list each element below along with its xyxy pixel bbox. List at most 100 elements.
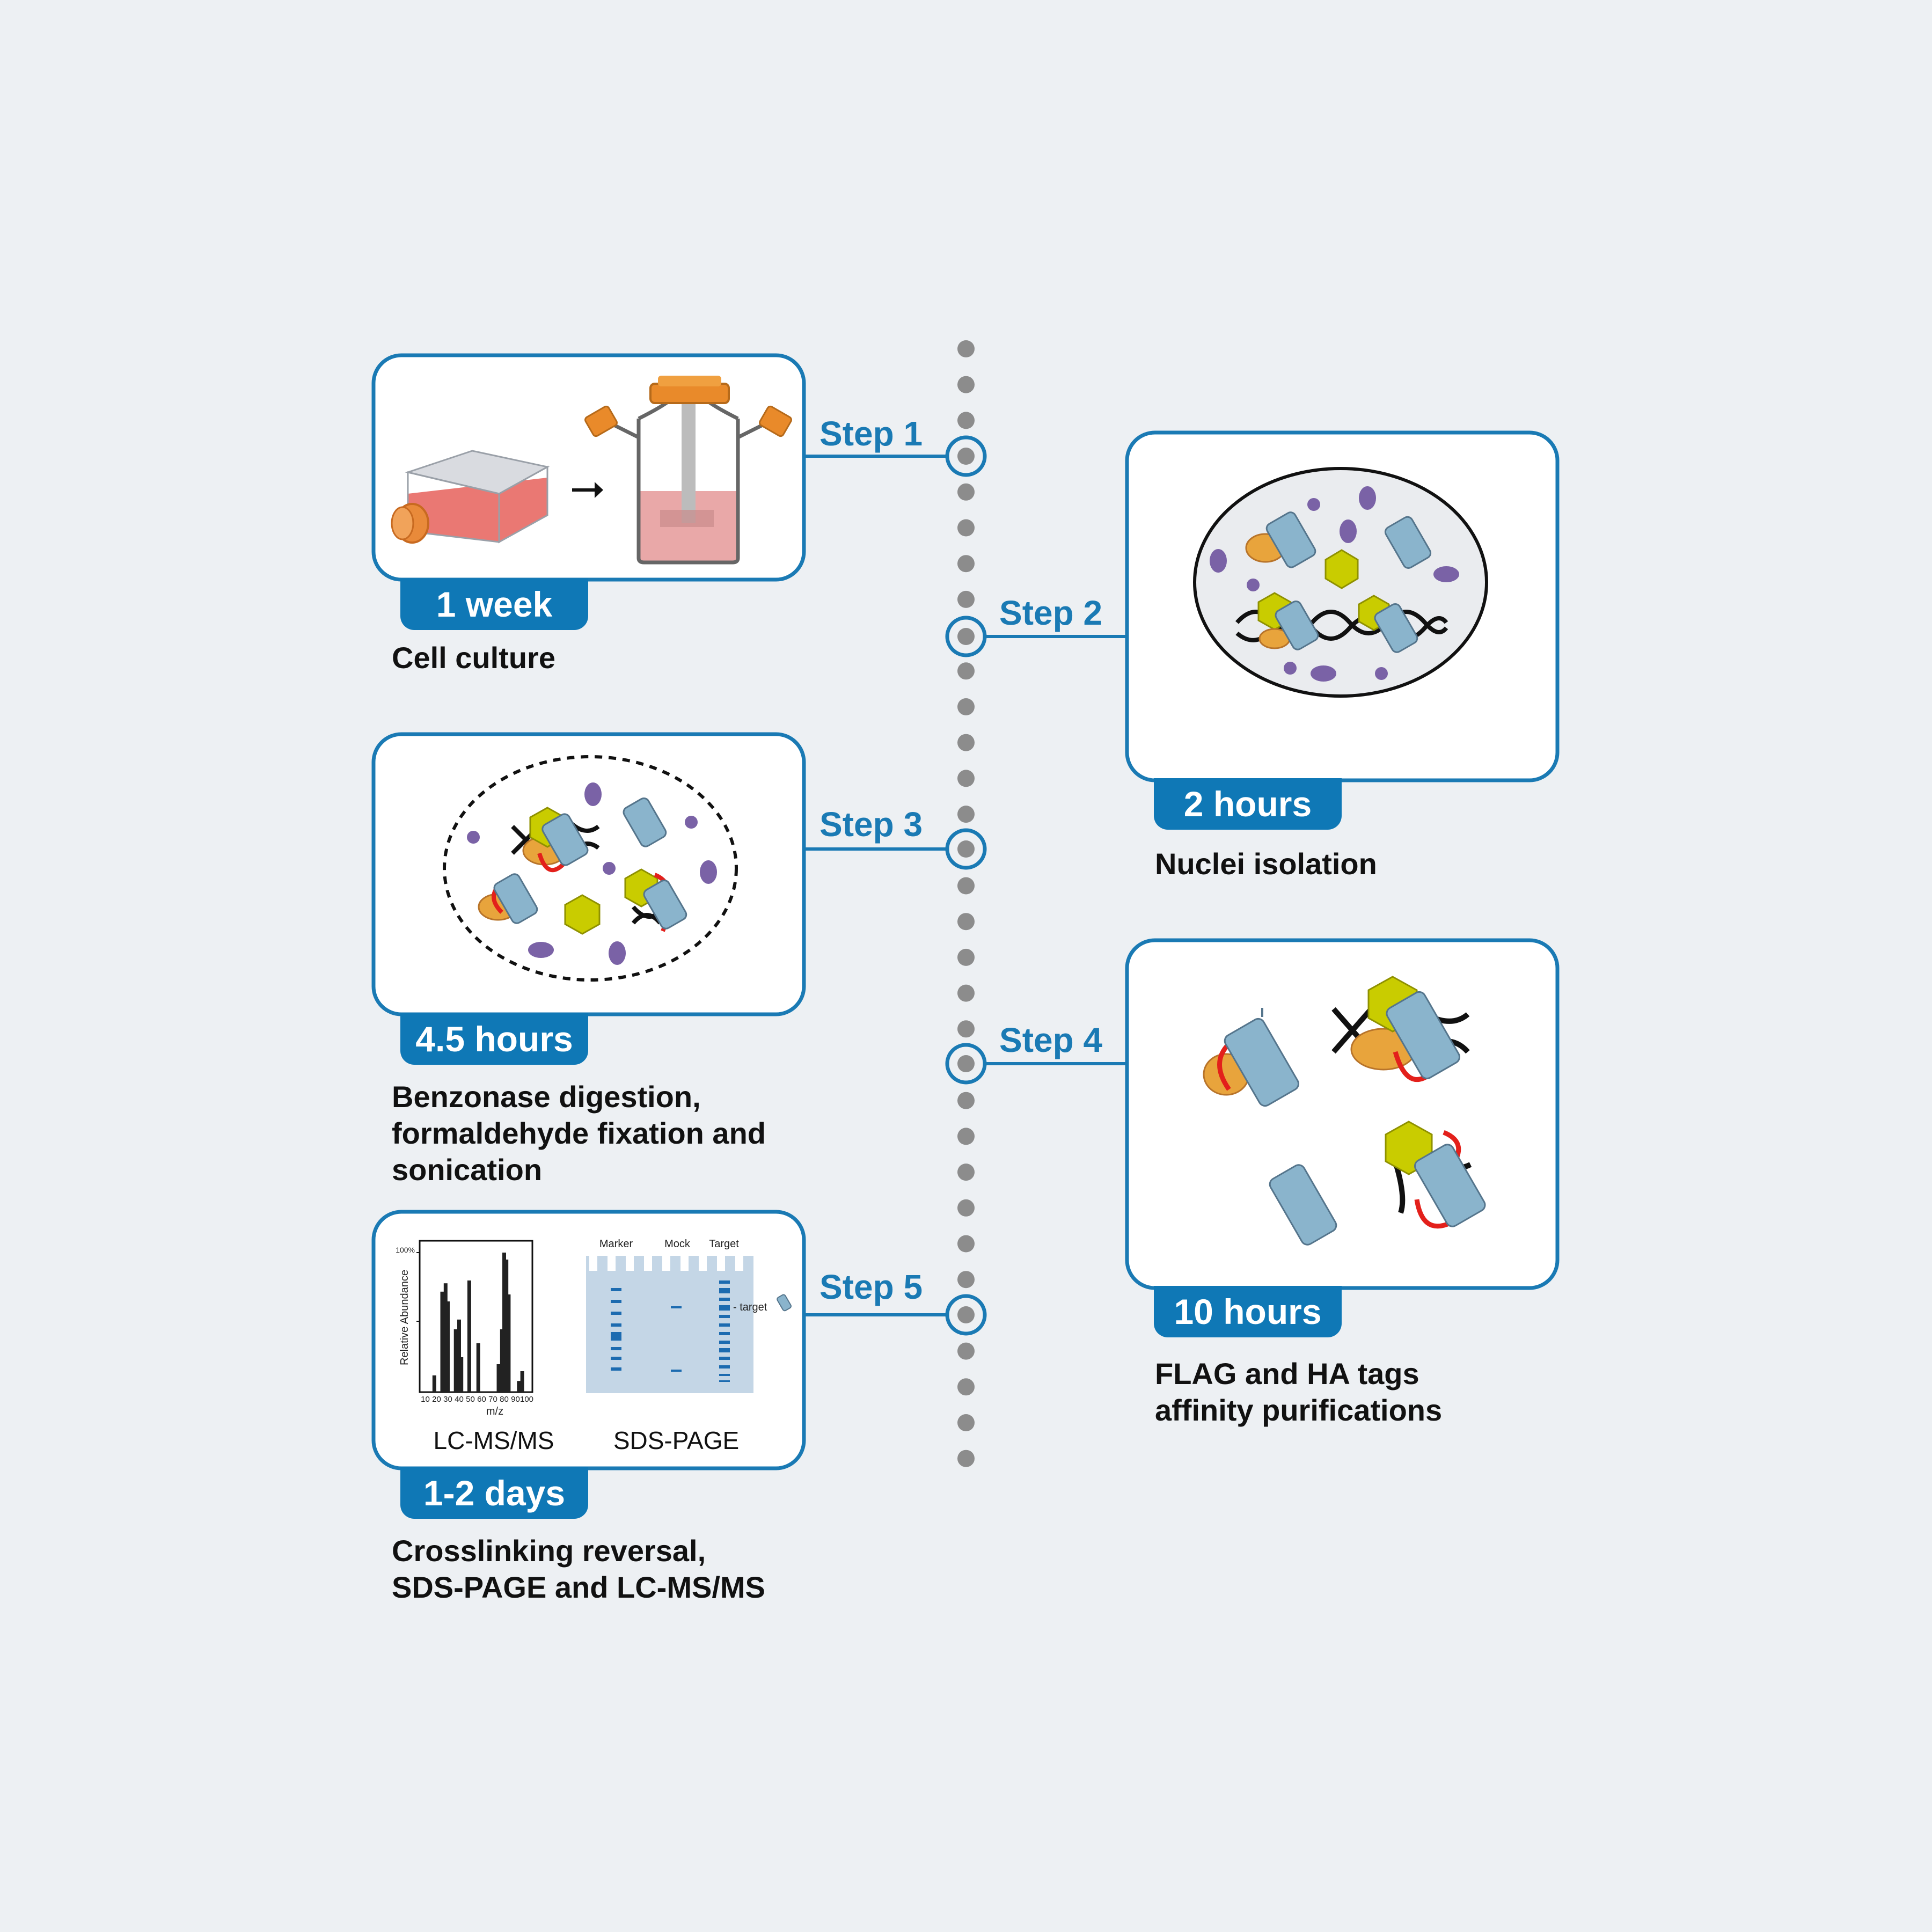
target-band-label: - target: [733, 1301, 767, 1313]
spinner-flask-icon: [584, 376, 792, 565]
timeline-dot: [957, 519, 975, 537]
timeline-dot: [957, 806, 975, 823]
step-1-description: Cell culture: [392, 641, 555, 675]
timeline-dot: [957, 1128, 975, 1145]
timeline-dot: [957, 628, 975, 645]
step-5-label: Step 5: [819, 1268, 923, 1306]
timeline-dot: [957, 590, 975, 608]
step-4-label: Step 4: [999, 1021, 1103, 1059]
x-tick-label: 30: [443, 1395, 452, 1404]
timeline-dot: [957, 948, 975, 966]
x-axis-label: m/z: [486, 1406, 503, 1417]
step-connectors: [804, 455, 1127, 1316]
x-tick-label: 60: [477, 1395, 486, 1404]
spectrum-bar: [507, 1294, 511, 1392]
step-5-description: Crosslinking reversal, SDS-PAGE and LC-M…: [392, 1534, 765, 1604]
spectrum-bar: [459, 1357, 464, 1392]
timeline-dot: [957, 1306, 975, 1323]
step-2-label: Step 2: [999, 594, 1103, 632]
step-4-duration-badge: 10 hours: [1154, 1286, 1342, 1337]
lane-label-mock: Mock: [664, 1238, 691, 1250]
spectrum-bar: [446, 1301, 450, 1392]
spectrum-bar: [517, 1381, 521, 1392]
timeline-dot: [957, 770, 975, 787]
step-5-marker: [945, 1294, 987, 1336]
spectrum-bar: [504, 1260, 509, 1392]
timeline-dot: [957, 913, 975, 931]
lane-label-marker: Marker: [599, 1238, 633, 1250]
step-4-description: FLAG and HA tags affinity purifications: [1155, 1357, 1443, 1427]
timeline-dot: [957, 1092, 975, 1109]
x-tick-label: 20: [432, 1395, 441, 1404]
step-4-marker: [945, 1043, 987, 1085]
timeline-dot: [957, 1414, 975, 1431]
timeline-dot: [957, 877, 975, 895]
step-2-marker: [945, 616, 987, 657]
x-tick-label: 50: [466, 1395, 475, 1404]
spectrum-bar: [443, 1283, 448, 1392]
timeline-dot: [957, 1235, 975, 1253]
timeline-dot: [957, 412, 975, 429]
timeline-dot: [957, 1378, 975, 1396]
spectrum-bar: [467, 1280, 471, 1392]
timeline: [957, 340, 975, 1467]
y-axis-label: Relative Abundance: [399, 1270, 411, 1365]
timeline-dot: [957, 1271, 975, 1289]
x-tick-label: 70: [488, 1395, 497, 1404]
cell-culture-flask-icon: [391, 450, 550, 544]
step-3-duration-badge: 4.5 hours: [400, 1013, 588, 1065]
purified-complexes-icon: [1203, 976, 1486, 1246]
timeline-dot: [957, 1163, 975, 1181]
x-tick-label: 40: [455, 1395, 464, 1404]
nuclear-molecules: [1210, 486, 1459, 682]
x-tick-label: 10: [421, 1395, 430, 1404]
timeline-dot: [957, 1342, 975, 1360]
gel-bands: [611, 1280, 730, 1382]
step-3-marker: [945, 828, 987, 870]
step-3-panel: [371, 732, 806, 1016]
spectrum-bar: [496, 1364, 501, 1392]
sonicated-nucleus-icon: [443, 755, 738, 982]
spectrum-bar: [440, 1291, 444, 1392]
timeline-dot: [957, 483, 975, 501]
step-5-duration-badge: 1-2 days: [400, 1467, 588, 1519]
x-tick-label: 100: [520, 1395, 533, 1404]
spectrum-bar: [457, 1319, 461, 1392]
spectrum-bar: [502, 1253, 506, 1392]
spectrum-bar: [476, 1343, 480, 1392]
lane-label-target: Target: [709, 1238, 739, 1250]
timeline-markers: [945, 435, 987, 1336]
spectrum-bar: [432, 1375, 436, 1392]
timeline-dot: [957, 1020, 975, 1038]
timeline-dot: [957, 1450, 975, 1467]
step-1-duration-badge: 1 week: [400, 579, 588, 630]
timeline-dot: [957, 734, 975, 751]
step-1-label: Step 1: [819, 414, 923, 453]
timeline-dot: [957, 376, 975, 393]
x-tick-label: 90: [511, 1395, 520, 1404]
timeline-dot: [957, 984, 975, 1002]
step-2-description: Nuclei isolation: [1155, 847, 1377, 881]
step-4-panel: [1125, 938, 1560, 1290]
step-3-description: Benzonase digestion, formaldehyde fixati…: [392, 1080, 766, 1187]
step-2-duration-badge: 2 hours: [1154, 778, 1342, 830]
timeline-dot: [957, 840, 975, 858]
timeline-dot: [957, 662, 975, 680]
lcms-caption: LC-MS/MS: [434, 1426, 554, 1454]
arrow-icon: [572, 482, 603, 498]
step-1-marker: [945, 435, 987, 477]
spectrum-bar: [453, 1329, 458, 1392]
x-tick-label: 80: [500, 1395, 509, 1404]
timeline-dot: [957, 1199, 975, 1217]
step-3-label: Step 3: [819, 805, 923, 844]
timeline-dot: [957, 698, 975, 715]
timeline-dot: [957, 448, 975, 465]
timeline-dot: [957, 555, 975, 573]
lcms-spectrum-chart: [416, 1240, 533, 1393]
sds-page-gel: [586, 1256, 792, 1393]
y-axis-top-tick: 100%: [396, 1246, 415, 1254]
spectrum-bar: [500, 1329, 504, 1392]
timeline-dot: [957, 340, 975, 357]
spectrum-bar: [520, 1371, 524, 1392]
